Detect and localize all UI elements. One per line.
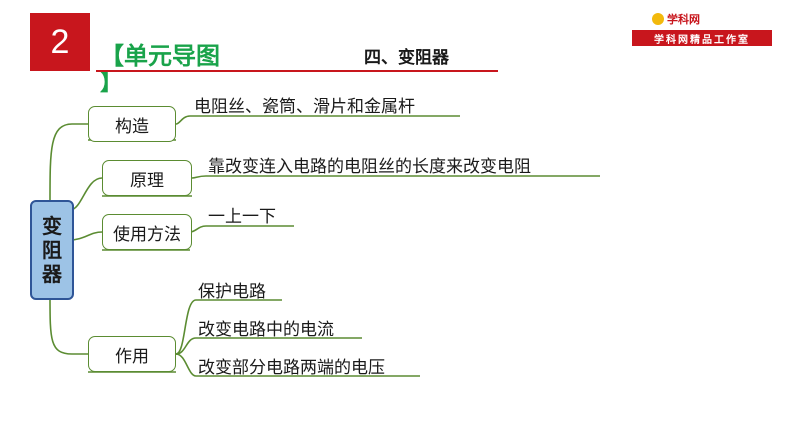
leaf-yuanli: 靠改变连入电路的电阻丝的长度来改变电阻 [208,157,531,177]
leaf-gouzao: 电阻丝、瓷筒、滑片和金属杆 [194,97,415,117]
branch-label: 构造 [115,116,149,137]
branch-label: 作用 [115,346,149,367]
leaf-line-gouzao [175,115,460,125]
mindmap-root: 变阻器 [30,200,74,300]
logo: 学科网 [652,11,700,27]
branch-label: 使用方法 [113,224,181,245]
root-label: 变阻器 [42,214,62,286]
leaf-line-zuoyong-2 [175,337,362,355]
root-label-char: 变 [42,214,62,238]
leaf-zuoyong-1: 保护电路 [198,282,266,302]
branch-node-shiyong: 使用方法 [102,214,192,250]
section-title: 四、变阻器 [364,48,449,68]
root-label-char: 器 [42,262,62,286]
logo-banner: 学科网精品工作室 [632,30,772,46]
connector-root-yuanli [69,177,103,211]
logo-icon [652,13,664,25]
leaf-line-zuoyong-3 [175,353,420,377]
connector-root-zuoyong [49,295,88,355]
connector-root-shiyong [69,231,103,241]
branch-label: 原理 [130,170,164,191]
connector-root-gouzao [49,123,88,201]
branch-node-yuanli: 原理 [102,160,192,196]
section-number-badge: 2 [30,13,90,71]
unit-title: 【单元导图 [100,42,220,70]
branch-node-gouzao: 构造 [88,106,176,142]
leaf-shiyong: 一上一下 [208,207,276,227]
leaf-zuoyong-2: 改变电路中的电流 [198,320,334,340]
leaf-line-yuanli [191,175,600,179]
logo-name: 学科网 [667,13,700,26]
header-divider [96,70,498,72]
unit-title-close-bracket: 】 [100,71,123,96]
leaf-line-zuoyong-1 [175,299,282,355]
root-label-char: 阻 [42,238,62,262]
branch-node-zuoyong: 作用 [88,336,176,372]
leaf-zuoyong-3: 改变部分电路两端的电压 [198,358,385,378]
